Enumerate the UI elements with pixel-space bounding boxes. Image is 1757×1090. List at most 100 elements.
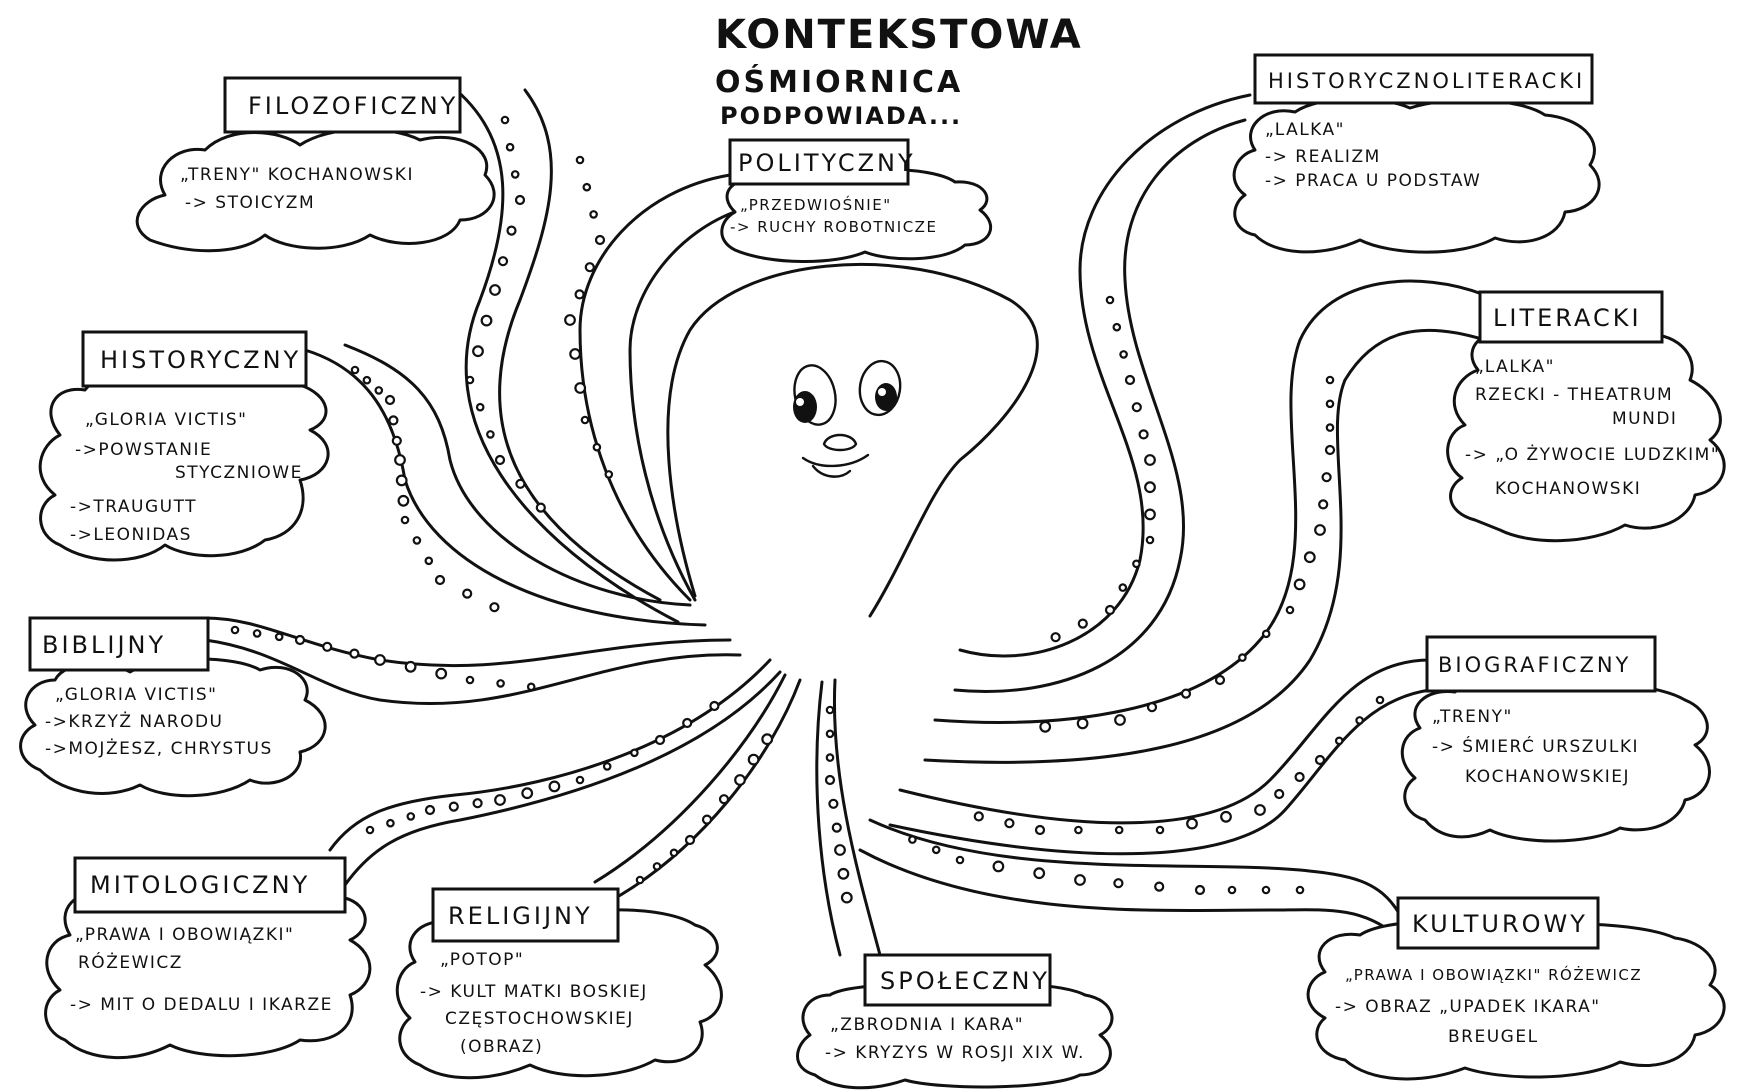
note-literacki-line: KOCHANOWSKI <box>1495 479 1641 499</box>
tentacle-sucker <box>1034 824 1046 836</box>
tentacle-sucker <box>465 375 475 385</box>
note-biograficzny-line: KOCHANOWSKIEJ <box>1465 767 1630 787</box>
tentacle-sucker <box>684 834 696 846</box>
tentacle-sucker <box>1325 399 1335 409</box>
tentacle-sucker <box>1220 810 1232 823</box>
tentacle-sucker <box>230 625 240 635</box>
label-polityczny-text: POLITYCZNY <box>738 149 916 177</box>
tentacle-sucker <box>1285 605 1295 615</box>
tentacle-sucker <box>589 210 598 219</box>
octopus-left-eye <box>793 364 837 426</box>
label-filozoficzny-text: FILOZOFICZNY <box>248 92 458 120</box>
tentacle-sucker <box>494 794 506 806</box>
notes-literacki: „LALKA" RZECKI - THEATRUM MUNDI -> „O ŻY… <box>1465 357 1719 499</box>
cloud-filozoficzny <box>135 127 496 253</box>
cloud-polityczny <box>720 168 993 263</box>
notes-biblijny: „GLORIA VICTIS" ->KRZYŻ NARODU ->MOJŻESZ… <box>45 685 273 759</box>
tentacle-sucker <box>1194 884 1206 896</box>
notes-spoleczny: „ZBRODNIA I KARA" -> KRYZYS W ROSJI XIX … <box>825 1015 1083 1063</box>
tentacle-sucker <box>252 629 262 638</box>
tentacle-sucker <box>350 365 360 375</box>
tentacle-sucker <box>1318 499 1329 510</box>
notes-kulturowy: „PRAWA I OBOWIĄZKI" RÓŻEWICZ -> OBRAZ „U… <box>1335 965 1641 1047</box>
tentacle-sucker <box>825 705 835 715</box>
tentacle-sucker <box>840 891 853 904</box>
tentacle-sucker <box>1118 583 1128 592</box>
tentacle-sucker <box>831 822 842 833</box>
label-mitologiczny: MITOLOGICZNY <box>73 856 347 914</box>
diagram-subtitle-line-1: OŚMIORNICA <box>715 63 963 100</box>
tentacle-sucker <box>505 142 515 152</box>
label-kulturowy: KULTUROWY <box>1396 896 1600 950</box>
label-historycznoliteracki-text: HISTORYCZNOLITERACKI <box>1268 69 1585 93</box>
note-spoleczny-line: „ZBRODNIA I KARA" <box>830 1015 1024 1035</box>
notes-filozoficzny: „TRENY" KOCHANOWSKI -> STOICYZM <box>180 165 412 213</box>
tentacle-sucker <box>448 801 459 812</box>
label-literacki: LITERACKI <box>1478 290 1664 344</box>
cloud-biograficzny <box>1400 677 1711 843</box>
tentacle-sucker <box>701 814 713 825</box>
tentacle-sucker <box>404 660 417 673</box>
tentacle-sucker <box>908 835 917 844</box>
tentacle-sucker <box>973 811 984 822</box>
tentacle-sucker <box>349 648 360 659</box>
tentacle-sucker <box>497 256 509 267</box>
note-historyczny-line: ->POWSTANIE <box>75 440 212 460</box>
tentacle-sucker <box>1074 874 1086 886</box>
note-religijny-line: (OBRAZ) <box>460 1037 543 1057</box>
tentacle-sucker <box>1180 688 1192 699</box>
note-religijny-line: CZĘSTOCHOWSKIEJ <box>445 1009 634 1029</box>
tentacle-sucker <box>391 435 402 446</box>
tentacle-sucker <box>1144 481 1156 494</box>
tentacle-sucker <box>602 762 612 771</box>
notes-historycznoliteracki: „LALKA" -> REALIZM -> PRACA U PODSTAW <box>1265 120 1480 191</box>
note-historyczny-line: ->TRAUGUTT <box>70 497 197 517</box>
tentacle-sucker <box>682 717 693 729</box>
tentacle-sucker <box>489 602 500 613</box>
tentacle-sucker <box>1155 825 1165 835</box>
note-literacki-line: RZECKI - THEATRUM <box>1475 385 1673 405</box>
label-filozoficzny: FILOZOFICZNY <box>223 76 462 134</box>
tentacle-sucker <box>500 115 510 125</box>
tentacle-sucker <box>652 862 662 871</box>
tentacle-sucker <box>384 394 396 406</box>
note-kulturowy-line: BREUGEL <box>1448 1027 1539 1047</box>
label-biograficzny: BIOGRAFICZNY <box>1425 635 1657 693</box>
octopus-smile <box>801 453 870 478</box>
tentacle-sucker <box>1124 374 1136 386</box>
notes-polityczny: „PRZEDWIOŚNIE" -> RUCHY ROBOTNICZE <box>730 195 936 236</box>
tentacle-sucker <box>574 382 587 394</box>
tentacle-sucker <box>434 574 446 586</box>
tentacle-sucker <box>582 182 592 192</box>
tentacle-sucker <box>1114 714 1126 726</box>
note-literacki-line: MUNDI <box>1612 409 1677 429</box>
note-biblijny-line: ->MOJŻESZ, CHRYSTUS <box>45 738 273 759</box>
tentacle-sucker <box>1104 604 1116 616</box>
note-biograficzny-line: -> ŚMIERĆ URSZULKI <box>1432 735 1639 757</box>
tentacle-sucker <box>669 848 679 858</box>
tentacle-sucker <box>424 804 436 816</box>
tentacle-sucker <box>1375 695 1385 705</box>
tentacle-sucker <box>514 194 526 206</box>
tentacle-sucker <box>594 234 606 246</box>
tentacle-sucker <box>1138 429 1149 440</box>
tentacle-sucker <box>1186 817 1198 830</box>
label-kulturowy-text: KULTUROWY <box>1412 910 1588 938</box>
tentacle-sucker <box>400 515 410 525</box>
tentacle-sucker <box>1303 551 1316 564</box>
octopus-right-eye <box>858 359 902 417</box>
tentacle-sucker <box>521 787 534 800</box>
cloud-literacki <box>1446 321 1726 543</box>
tentacle-sucker <box>575 775 585 785</box>
tentacle-sucker <box>362 375 372 385</box>
tentacle-sucker <box>1144 454 1156 466</box>
tentacle-sucker <box>1261 629 1271 639</box>
notes-historyczny: „GLORIA VICTIS" ->POWSTANIE STYCZNIOWE -… <box>70 410 301 545</box>
octopus-head <box>666 262 1039 618</box>
tentacle-sucker <box>412 536 422 545</box>
note-historyczny-line: „GLORIA VICTIS" <box>85 410 248 430</box>
note-historycznoliteracki-line: -> REALIZM <box>1265 147 1381 167</box>
cloud-historycznoliteracki <box>1232 97 1601 254</box>
tentacle-sucker <box>365 825 375 835</box>
tentacle-sucker <box>535 502 546 513</box>
